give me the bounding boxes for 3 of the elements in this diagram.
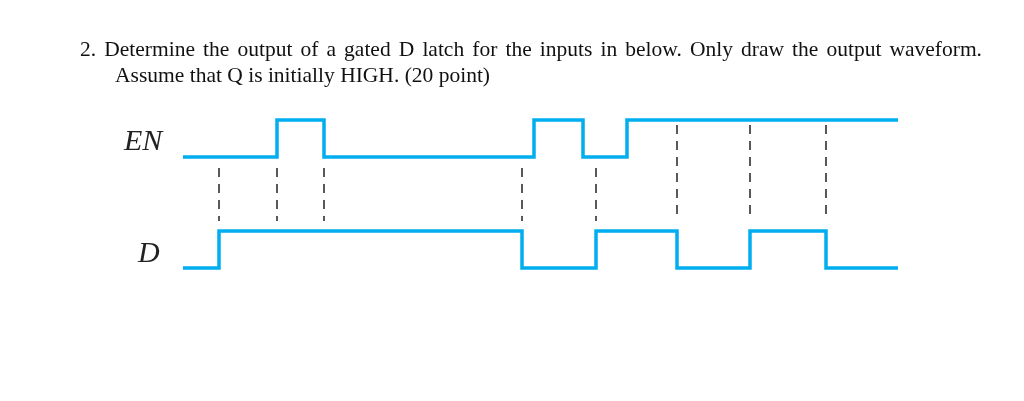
signal-label: EN xyxy=(124,125,163,155)
signal-label: D xyxy=(138,237,160,267)
question-text: 2. Determine the output of a gated D latch for the inputs in below. Only draw the output waveform. Assume that Q is initially HIGH. (20 point) xyxy=(80,36,982,88)
